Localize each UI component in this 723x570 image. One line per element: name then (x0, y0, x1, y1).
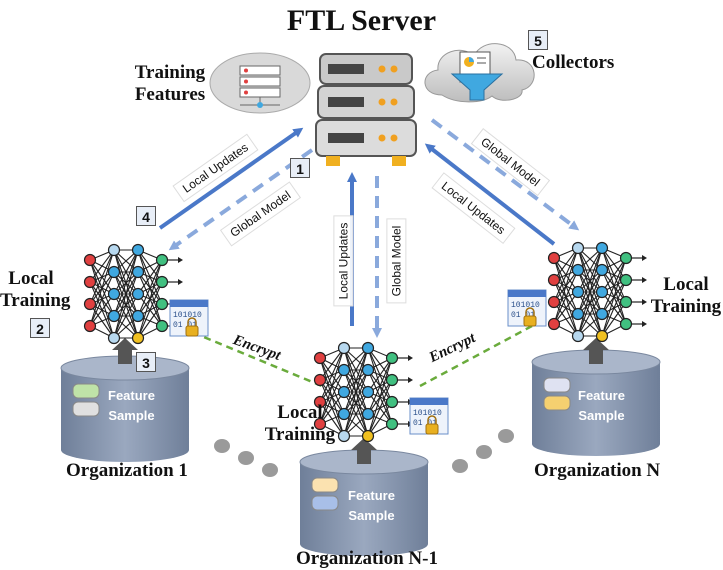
svg-text:101010: 101010 (173, 311, 202, 320)
local-training-label-orgN1: Local Training (264, 402, 336, 445)
training-features-icon (209, 52, 311, 114)
encrypt-line-left (181, 326, 323, 388)
orgN1-label: Organization N-1 (296, 548, 438, 569)
ellipsis-dots-right (452, 429, 514, 473)
global-model-arrow-org1 (168, 148, 314, 251)
local-updates-arrow-org1 (158, 127, 304, 230)
server-icon (315, 53, 417, 166)
page-title: FTL Server (286, 4, 437, 37)
step-badge-4: 4 (136, 206, 156, 226)
database-cylinder-orgN (531, 338, 661, 456)
collectors-label: Collectors (532, 52, 615, 73)
step-badge-1: 1 (290, 158, 310, 178)
neural-network-icon-orgN1 (313, 341, 413, 443)
encrypt-line-right (419, 324, 533, 388)
local-training-label-orgN: Local Training (650, 274, 722, 317)
svg-text:101010: 101010 (413, 409, 442, 418)
neural-network-icon-orgN (547, 241, 647, 343)
feature-sample-label-orgN: Feature Sample (578, 388, 625, 423)
local-updates-arrow-orgN (424, 143, 556, 246)
svg-text:01 01: 01 01 (511, 311, 535, 320)
training-features-text: Training Features (134, 62, 206, 105)
feature-sample-label-orgN1: Feature Sample (348, 488, 395, 523)
database-cylinder-orgN1 (299, 438, 429, 556)
training-features-label: Training Features (128, 62, 212, 106)
step-badge-3: 3 (136, 352, 156, 372)
up-arrow-orgN1 (351, 438, 377, 464)
svg-text:01 01: 01 01 (173, 321, 197, 330)
step-badge-2: 2 (30, 318, 50, 338)
feature-sample-label-org1: Feature Sample (108, 388, 155, 423)
svg-text:101010: 101010 (511, 301, 540, 310)
step-badge-5: 5 (528, 30, 548, 50)
up-arrow-org1 (112, 338, 138, 364)
local-training-label-org1: Local Training (0, 268, 71, 311)
global-model-arrow-orgN (430, 118, 580, 231)
up-arrow-orgN (583, 338, 609, 364)
org1-label: Organization 1 (66, 460, 188, 481)
database-cylinder-org1 (60, 338, 190, 462)
svg-text:01 01: 01 01 (413, 419, 437, 428)
local-updates-label-orgN1: Local Updates (333, 215, 354, 307)
orgN-label: Organization N (534, 460, 661, 481)
ellipsis-dots-left (214, 439, 278, 477)
neural-network-icon-org1 (83, 243, 183, 345)
collectors-icon (424, 43, 535, 103)
global-model-label-orgN1: Global Model (386, 218, 407, 304)
